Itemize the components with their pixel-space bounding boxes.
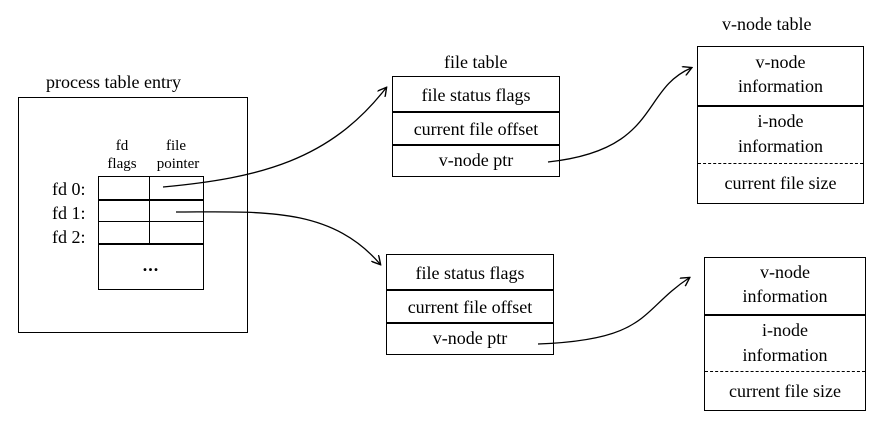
file-table-entry-1: file status flags current file offset v-… xyxy=(386,254,554,355)
vnode-table-entry-0: v-node information i-node information cu… xyxy=(697,46,864,204)
arrow-file-table-1-to-vnode-1 xyxy=(537,278,689,345)
file-pointer-header-line2: pointer xyxy=(156,156,200,172)
vnode-ptr-1: v-node ptr xyxy=(432,328,508,348)
vnode-info-1-line1: v-node xyxy=(760,262,810,282)
current-file-size-1: current file size xyxy=(729,381,841,401)
file-pointer-header-line1: file xyxy=(166,138,186,154)
inode-info-1-line1: i-node xyxy=(762,320,808,340)
vnode-table-entry-1: v-node information i-node information cu… xyxy=(704,257,866,411)
file-table-title: file table xyxy=(444,52,508,72)
fd-flags-header-line2: flags xyxy=(107,156,137,172)
current-file-offset-0: current file offset xyxy=(413,119,539,139)
inode-info-1-line2: information xyxy=(742,345,828,365)
inode-info-0-line1: i-node xyxy=(757,111,804,131)
file-status-flags-1: file status flags xyxy=(415,263,525,283)
current-file-size-0: current file size xyxy=(724,173,837,193)
fd-table: ... xyxy=(98,176,204,290)
file-status-flags-0: file status flags xyxy=(421,85,531,105)
vnode-info-1-line2: information xyxy=(742,286,828,306)
fd-row-label-2: fd 2: xyxy=(52,227,86,247)
vnode-ptr-0: v-node ptr xyxy=(438,150,514,170)
vnode-info-0-line1: v-node xyxy=(755,52,806,72)
fd-row-label-0: fd 0: xyxy=(52,179,86,199)
fd-row-label-1: fd 1: xyxy=(52,203,86,223)
arrow-file-table-0-to-vnode-0 xyxy=(547,68,691,163)
vnode-table-title: v-node table xyxy=(722,14,812,34)
inode-info-0-line2: information xyxy=(738,136,823,156)
process-table-title: process table entry xyxy=(46,72,181,92)
file-table-entry-0: file status flags current file offset v-… xyxy=(392,76,560,177)
current-file-offset-1: current file offset xyxy=(407,297,533,317)
fd-flags-header-line1: fd xyxy=(115,138,129,154)
fd-table-ellipsis: ... xyxy=(142,255,160,275)
vnode-info-0-line2: information xyxy=(738,76,823,96)
